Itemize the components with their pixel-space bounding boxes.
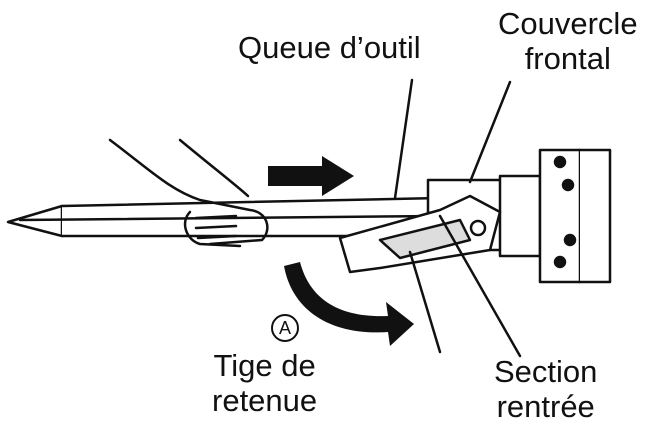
marker-a: A bbox=[271, 314, 299, 342]
housing bbox=[578, 148, 612, 284]
chisel-edge-line bbox=[18, 214, 442, 222]
leader-front-cover bbox=[468, 80, 512, 184]
bolt-top bbox=[553, 155, 567, 169]
label-retaining-rod: Tige de retenue bbox=[212, 348, 317, 418]
label-retaining-rod-line2: retenue bbox=[212, 383, 318, 418]
label-recessed-section-line2: rentrée bbox=[496, 389, 595, 424]
hand-lower bbox=[178, 138, 250, 248]
label-front-cover-line2: frontal bbox=[524, 41, 611, 76]
label-recessed-section-line1: Section bbox=[494, 354, 598, 389]
label-tool-shank: Queue d’outil bbox=[238, 30, 421, 65]
lever-pivot bbox=[469, 219, 487, 237]
bolt-bottom bbox=[553, 255, 567, 269]
leader-tool-shank bbox=[393, 78, 414, 200]
bolt-low bbox=[563, 233, 577, 247]
label-recessed-section: Section rentrée bbox=[494, 354, 597, 424]
label-front-cover: Couvercle frontal bbox=[498, 6, 638, 76]
hand-fingers bbox=[194, 214, 238, 240]
label-retaining-rod-line1: Tige de bbox=[213, 348, 316, 383]
label-front-cover-line1: Couvercle bbox=[498, 6, 638, 41]
leader-recessed-section bbox=[438, 214, 522, 358]
rotate-arrow bbox=[284, 262, 414, 346]
label-tool-shank-text: Queue d’outil bbox=[238, 30, 421, 65]
push-arrow bbox=[268, 156, 354, 196]
bolt-mid bbox=[561, 178, 575, 192]
front-cover-body bbox=[498, 174, 542, 258]
hand-upper bbox=[108, 138, 269, 246]
leader-retaining-rod bbox=[408, 250, 442, 354]
